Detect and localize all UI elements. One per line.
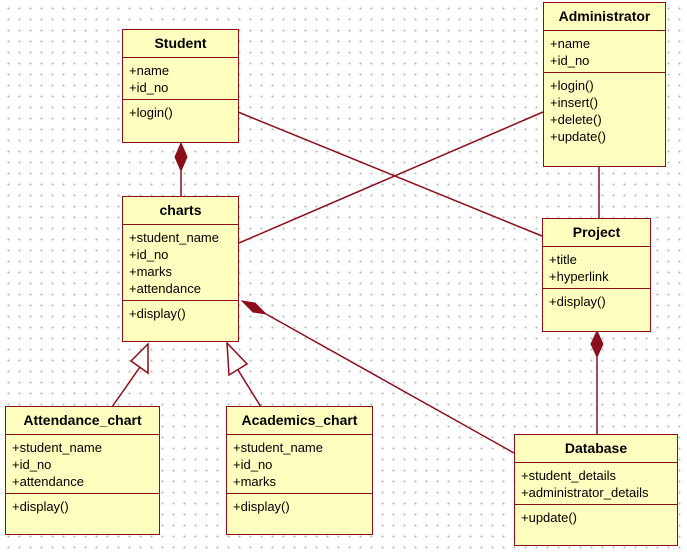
attribute: +student_name [233, 440, 323, 455]
attributes-section: +title +hyperlink [543, 247, 650, 289]
student-project-association[interactable] [237, 111, 543, 237]
attributes-section: +student_name +id_no +marks [227, 435, 372, 494]
attribute: +id_no [233, 457, 273, 472]
operation: +update() [550, 129, 607, 144]
class-name: Attendance_chart [6, 407, 159, 435]
class-project[interactable]: Project +title +hyperlink +display() [542, 218, 651, 332]
attendance-chart-generalization[interactable] [111, 366, 141, 408]
student-composition-diamond [174, 141, 188, 173]
class-charts[interactable]: charts +student_name +id_no +marks +atte… [122, 196, 239, 342]
operation: +display() [129, 306, 186, 321]
operation: +insert() [550, 95, 599, 110]
operations-section: +display() [123, 301, 238, 325]
operations-section: +login() [123, 100, 238, 124]
academics-generalization-arrowhead [226, 340, 249, 377]
attribute: +student_details [521, 468, 617, 483]
class-name: Academics_chart [227, 407, 372, 435]
class-name: Administrator [544, 3, 665, 31]
attribute: +student_name [129, 230, 219, 245]
class-student[interactable]: Student +name +id_no +login() [122, 29, 239, 143]
class-attendance-chart[interactable]: Attendance_chart +student_name +id_no +a… [5, 406, 160, 535]
operation: +update() [521, 510, 578, 525]
class-database[interactable]: Database +student_details +administrator… [514, 434, 678, 546]
attributes-section: +student_name +id_no +attendance [6, 435, 159, 494]
operations-section: +login() +insert() +delete() +update() [544, 73, 665, 148]
charts-composition-diamond [240, 300, 268, 315]
operation: +display() [233, 499, 290, 514]
operation: +display() [12, 499, 69, 514]
class-name: Student [123, 30, 238, 58]
attribute: +attendance [129, 281, 201, 296]
class-administrator[interactable]: Administrator +name +id_no +login() +ins… [543, 2, 666, 167]
attribute: +name [129, 63, 170, 78]
class-academics-chart[interactable]: Academics_chart +student_name +id_no +ma… [226, 406, 373, 535]
attributes-section: +name +id_no [123, 58, 238, 100]
attribute: +id_no [129, 247, 169, 262]
academics-chart-generalization[interactable] [237, 369, 262, 408]
class-name: Project [543, 219, 650, 247]
attribute: +hyperlink [549, 269, 609, 284]
operation: +login() [129, 105, 173, 120]
operation: +login() [550, 78, 594, 93]
operations-section: +display() [227, 494, 372, 518]
attribute: +name [550, 36, 591, 51]
administrator-charts-association[interactable] [238, 111, 544, 244]
attribute: +title [549, 252, 577, 267]
attributes-section: +student_name +id_no +marks +attendance [123, 225, 238, 301]
attribute: +id_no [12, 457, 52, 472]
class-name: Database [515, 435, 677, 463]
attribute: +id_no [550, 53, 590, 68]
attribute: +id_no [129, 80, 169, 95]
operations-section: +display() [6, 494, 159, 518]
charts-database-composition[interactable] [265, 313, 515, 454]
attendance-generalization-arrowhead [129, 342, 149, 375]
project-composition-diamond [590, 329, 604, 359]
operation: +display() [549, 294, 606, 309]
operation: +delete() [550, 112, 602, 127]
attributes-section: +student_details +administrator_details [515, 463, 677, 505]
attribute: +attendance [12, 474, 84, 489]
operations-section: +update() [515, 505, 677, 529]
attributes-section: +name +id_no [544, 31, 665, 73]
attribute: +administrator_details [521, 485, 649, 500]
operations-section: +display() [543, 289, 650, 313]
attribute: +marks [233, 474, 276, 489]
class-name: charts [123, 197, 238, 225]
attribute: +student_name [12, 440, 102, 455]
attribute: +marks [129, 264, 172, 279]
